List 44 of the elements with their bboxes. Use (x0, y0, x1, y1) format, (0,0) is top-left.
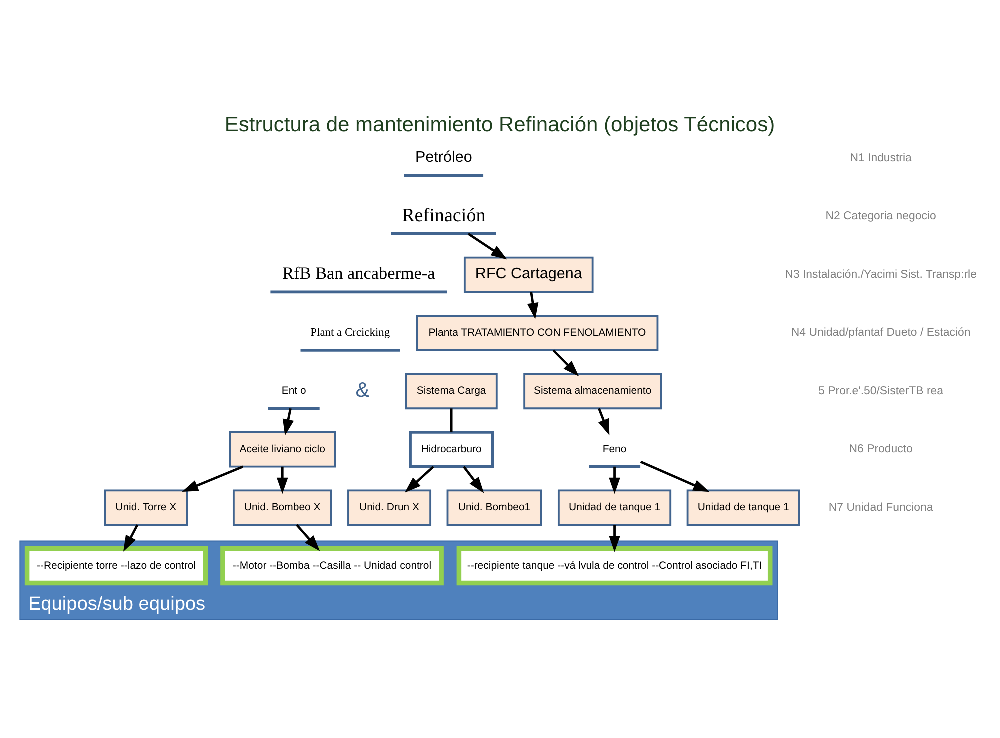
label: N3 Instalación./Yacimi Sist. Transp:rle (785, 268, 977, 281)
node-text: Refinación (402, 206, 486, 227)
node-box: Unidad de tanque 1 (686, 490, 800, 526)
node-box: RFC Cartagena (464, 256, 594, 294)
node-box: Aceite liviano ciclo (229, 432, 336, 468)
node-box: Unid. Bombeo1 (446, 490, 542, 526)
node-box: Unid. Torre X (104, 490, 188, 526)
node-text: Petróleo (415, 149, 472, 166)
arrow (182, 466, 244, 492)
node-text: RfB Ban ancaberme-a (282, 264, 436, 284)
label: N6 Producto (849, 444, 913, 456)
node-text: Plant a Crcicking (310, 327, 390, 340)
arrow (640, 460, 710, 492)
connector (450, 408, 453, 432)
node-box: Hidrocarburo (409, 431, 494, 468)
label: N2 Categoria negocio (826, 210, 936, 223)
node-text: Ent o (282, 386, 306, 398)
arrow (282, 408, 294, 436)
arrow (609, 466, 620, 494)
arrow (124, 524, 139, 552)
node-text: Feno (602, 444, 627, 456)
label: N4 Unidad/pfantaf Dueto / Estación (791, 327, 971, 340)
arrow (609, 525, 620, 552)
node-box: Unid. Drun X (348, 490, 432, 526)
arrow (598, 408, 610, 436)
node-box: Sistema Carga (405, 373, 498, 410)
arrow (527, 292, 539, 320)
label: 5 Pror.e'.50/SisterTB rea (818, 385, 944, 398)
node-box: Unidad de tanque 1 (558, 490, 672, 526)
node-box: --Motor --Bomba --Casilla -- Unidad control (220, 546, 444, 586)
node-box: Sistema almacenamiento (524, 373, 662, 410)
label: N1 Industria (850, 152, 912, 164)
node-box: Planta TRATAMIENTO CON FENOLAMIENTO (416, 315, 659, 352)
label: & (356, 378, 370, 402)
node-box: --recipiente tanque --vá lvula de control --Control asociado FI,TI (456, 546, 773, 586)
node-box: Unid. Bombeo X (232, 490, 332, 526)
diagram-title: Estructura de mantenimiento Refinación (objetos Técnicos) (224, 113, 776, 136)
node-box: --Recipiente torre --lazo de control (24, 546, 208, 586)
arrow (296, 524, 320, 552)
arrow (276, 466, 288, 494)
arrow (404, 466, 434, 493)
arrow (463, 466, 484, 494)
arrow (552, 350, 580, 377)
label: N7 Unidad Funciona (828, 502, 934, 514)
